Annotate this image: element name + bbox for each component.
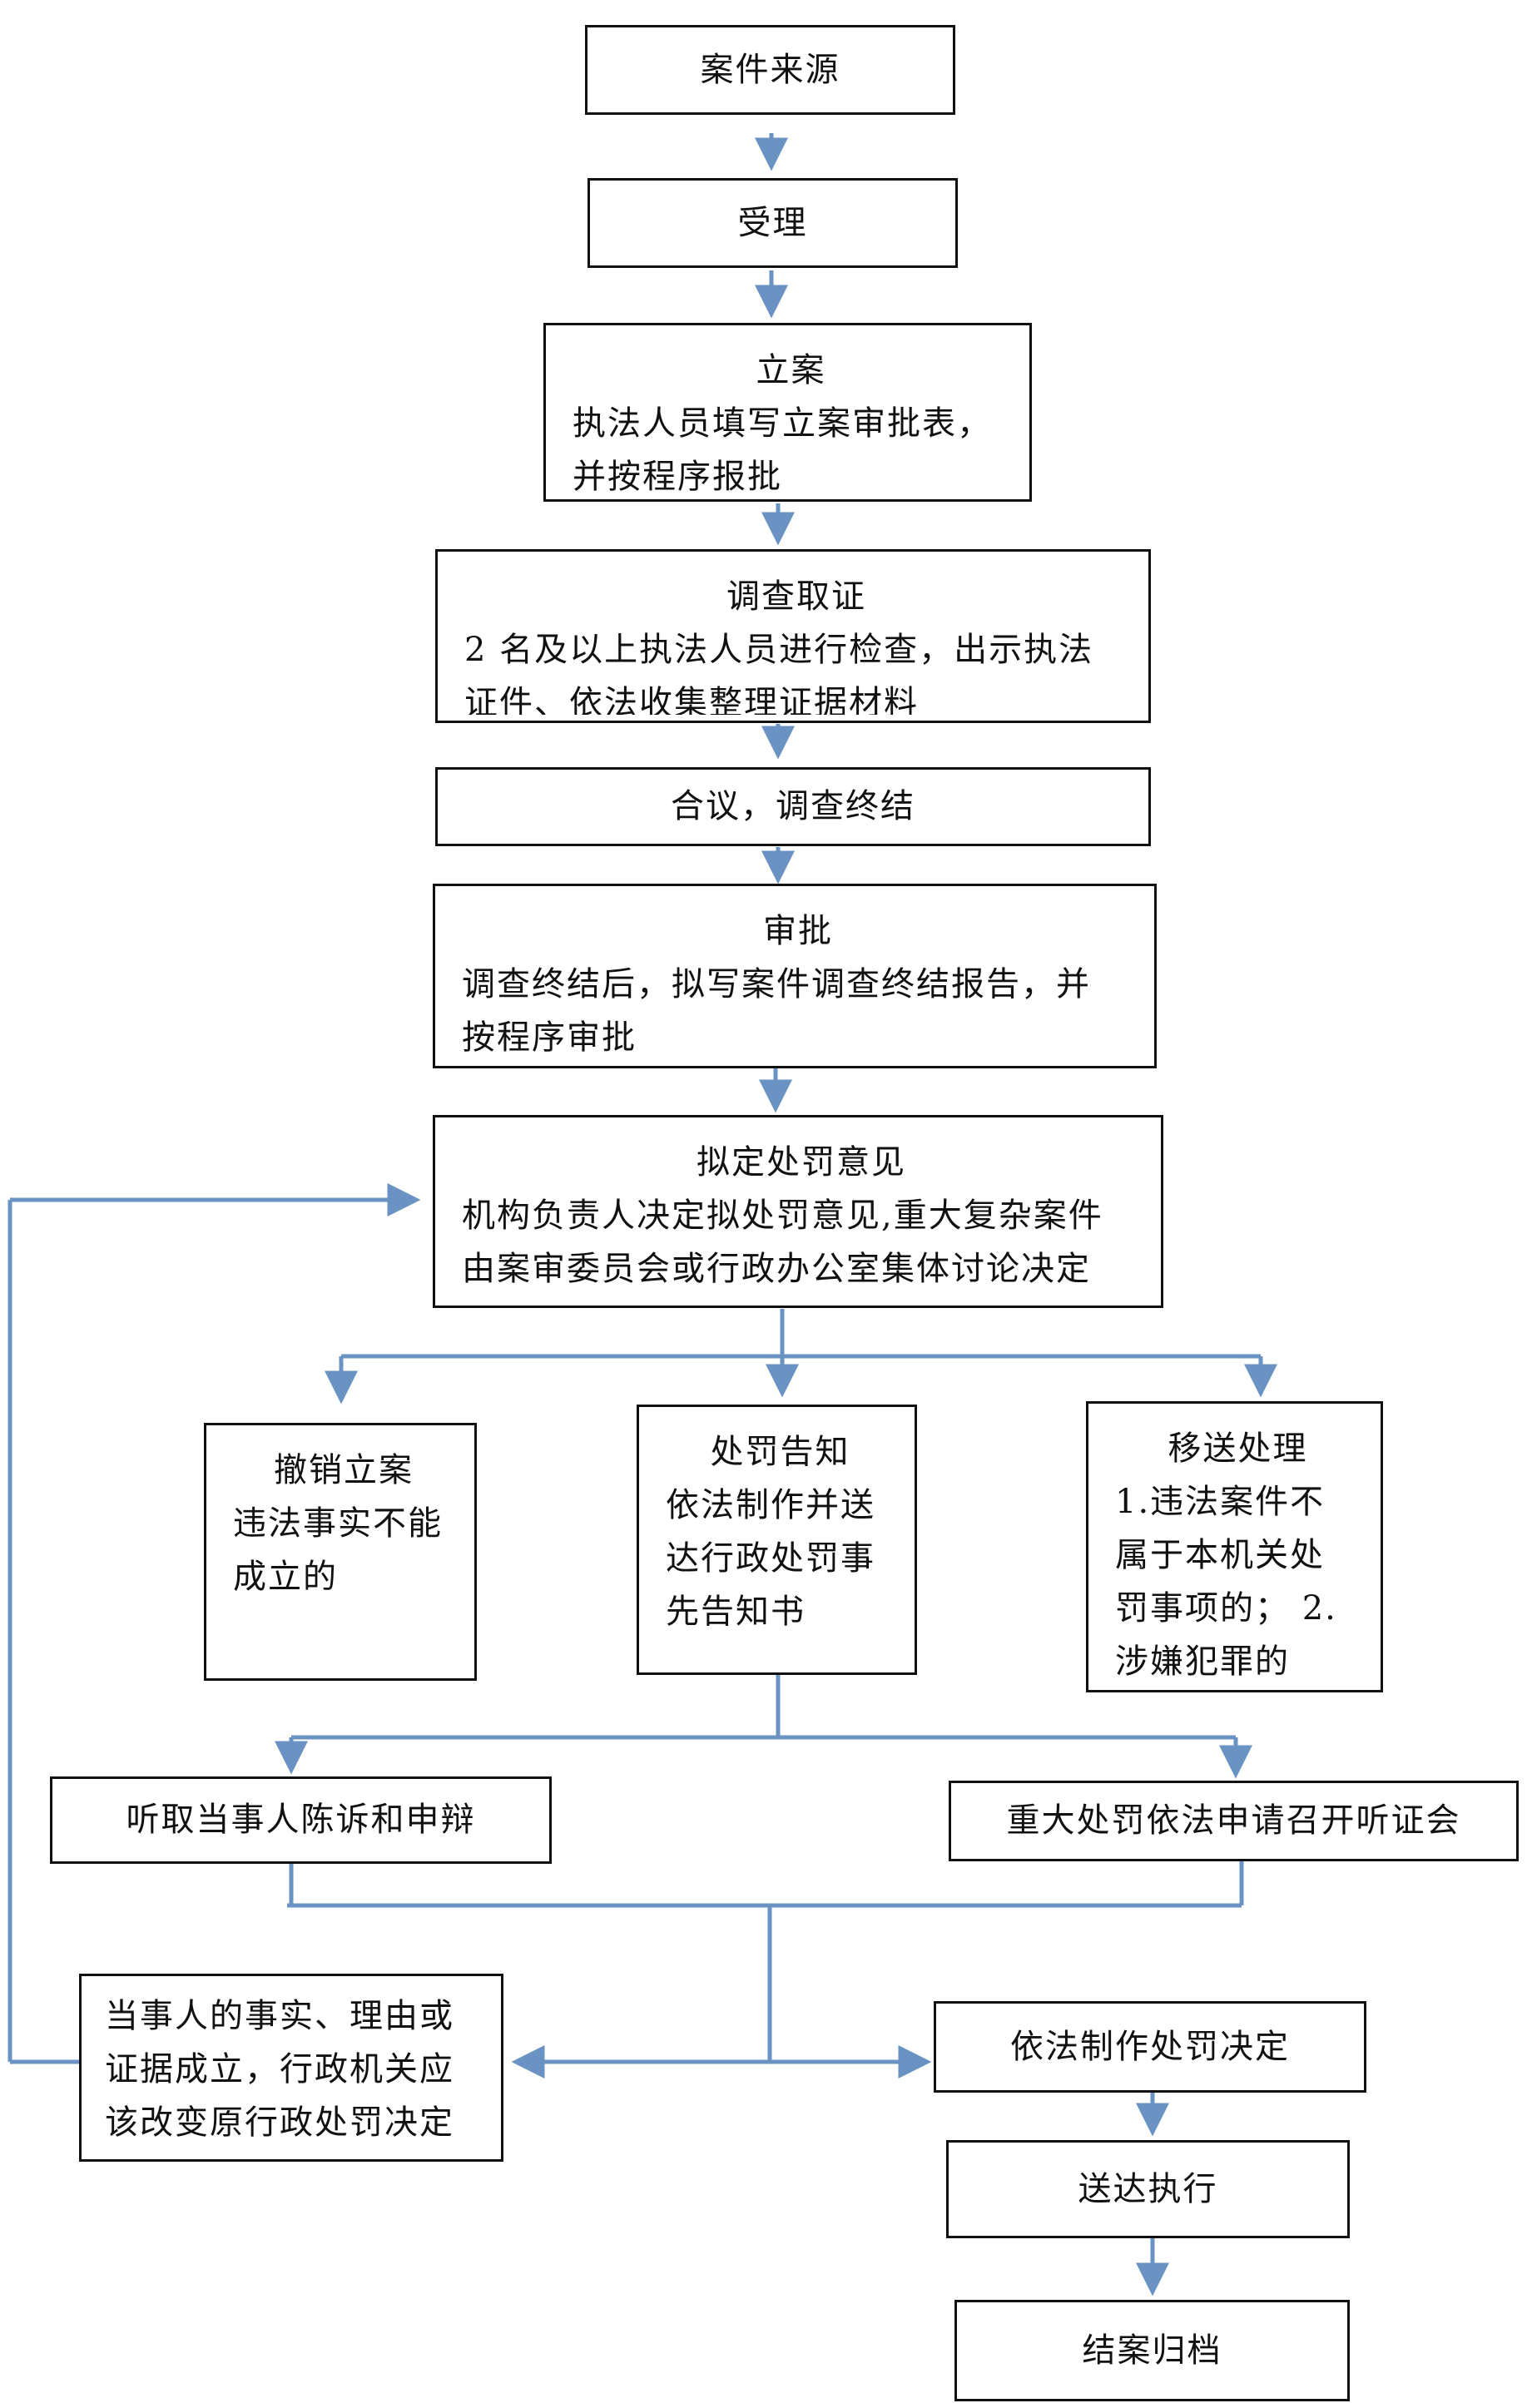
node-transfer-line-1: 1.违法案件不 [1115,1483,1326,1521]
node-approve-line-1: 调查终结后，拟写案件调查终结报告，并 [462,965,1091,1003]
node-notice: 处罚告知 依法制作并送 达行政处罚事 先告知书 [637,1405,917,1675]
node-case-source-title: 案件来源 [700,51,840,89]
node-delivery-title: 送达执行 [1078,2170,1218,2208]
node-deliberate: 合议，调查终结 [435,767,1151,846]
node-transfer-line-4: 涉嫌犯罪的 [1115,1642,1290,1681]
node-filing: 立案 执法人员填写立案审批表， 并按程序报批 [543,323,1032,502]
node-notice-line-1: 依法制作并送 [666,1486,875,1524]
node-archive: 结案归档 [954,2300,1350,2401]
node-accept-title: 受理 [737,204,808,242]
node-proposal-title: 拟定处罚意见 [697,1143,906,1182]
node-accept: 受理 [587,178,958,268]
node-filing-line-2: 并按程序报批 [573,458,782,496]
node-deliberate-title: 合议，调查终结 [671,787,915,825]
node-decision: 依法制作处罚决定 [934,2001,1366,2093]
node-investigate-line-1: 2 名及以上执法人员进行检查，出示执法 [464,631,1094,669]
node-transfer: 移送处理 1.违法案件不 属于本机关处 罚事项的； 2. 涉嫌犯罪的 [1086,1401,1383,1692]
node-change-decision: 当事人的事实、理由或 证据成立，行政机关应 该改变原行政处罚决定 [79,1974,503,2162]
node-approve-title: 审批 [763,912,833,950]
node-filing-title: 立案 [756,351,826,389]
node-case-source: 案件来源 [585,25,955,115]
node-notice-title: 处罚告知 [710,1433,850,1471]
node-decision-title: 依法制作处罚决定 [1010,2028,1290,2066]
node-transfer-line-3: 罚事项的； 2. [1115,1589,1337,1628]
node-investigate-title: 调查取证 [726,577,866,616]
node-notice-line-2: 达行政处罚事 [666,1539,875,1578]
node-revoke-line-2: 成立的 [233,1558,338,1596]
node-revoke: 撤销立案 违法事实不能 成立的 [204,1423,477,1681]
node-investigate-line-2: 证件、依法收集整理证据材料 [464,684,919,715]
node-approve-line-2: 按程序审批 [462,1018,637,1057]
node-hear-statement-title: 听取当事人陈诉和申辩 [126,1801,476,1839]
node-investigate: 调查取证 2 名及以上执法人员进行检查，出示执法 证件、依法收集整理证据材料 [435,549,1151,723]
node-hearing-title: 重大处罚依法申请召开听证会 [1006,1801,1461,1840]
node-change-line-2: 证据成立，行政机关应 [105,2050,454,2088]
node-proposal-line-1: 机构负责人决定拟处罚意见,重大复杂案件 [462,1197,1103,1235]
node-proposal-line-2: 由案审委员会或行政办公室集体讨论决定 [462,1250,1091,1288]
node-approve: 审批 调查终结后，拟写案件调查终结报告，并 按程序审批 [433,884,1157,1068]
node-filing-line-1: 执法人员填写立案审批表， [573,404,992,443]
node-transfer-title: 移送处理 [1168,1429,1308,1468]
node-hear-statement: 听取当事人陈诉和申辩 [50,1776,552,1864]
node-archive-title: 结案归档 [1082,2331,1222,2370]
node-hearing: 重大处罚依法申请召开听证会 [949,1781,1519,1861]
node-revoke-line-1: 违法事实不能 [233,1504,443,1543]
node-delivery: 送达执行 [946,2140,1350,2238]
node-change-line-3: 该改变原行政处罚决定 [105,2103,454,2142]
node-notice-line-3: 先告知书 [666,1593,806,1631]
node-revoke-title: 撤销立案 [274,1451,414,1489]
node-change-line-1: 当事人的事实、理由或 [105,1997,454,2035]
node-proposal: 拟定处罚意见 机构负责人决定拟处罚意见,重大复杂案件 由案审委员会或行政办公室集… [433,1115,1163,1308]
node-transfer-line-2: 属于本机关处 [1115,1536,1325,1574]
